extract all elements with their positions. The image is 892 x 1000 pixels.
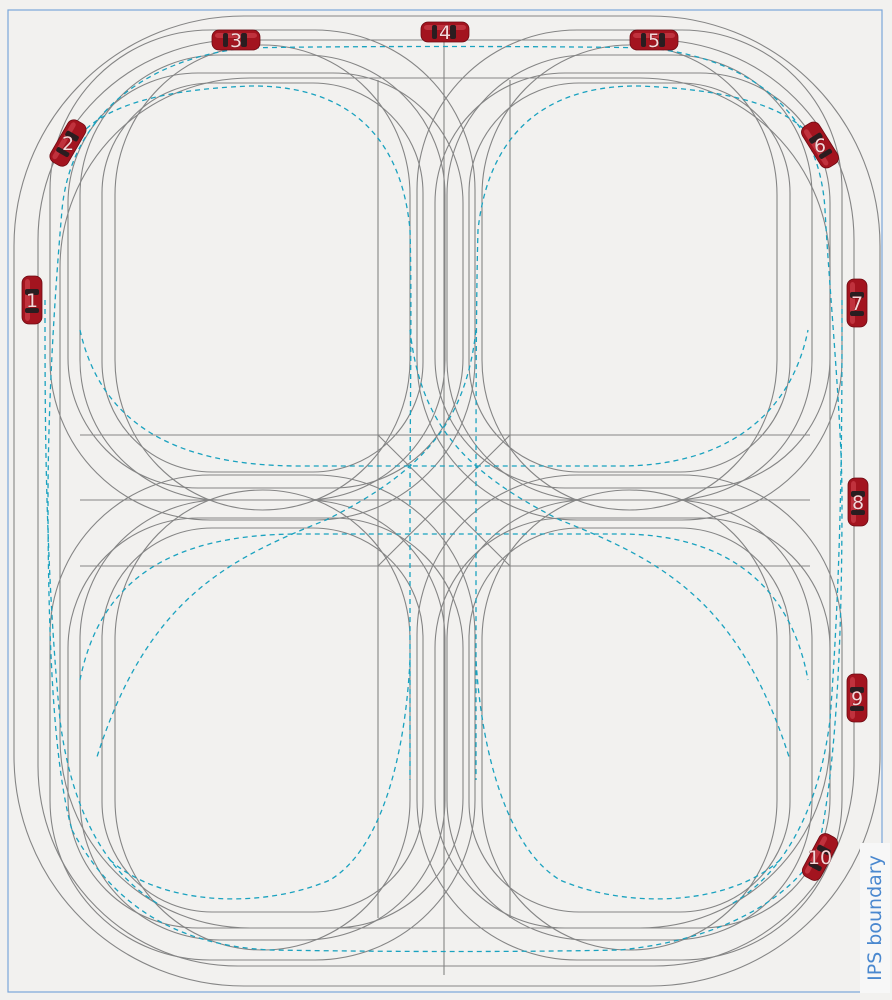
planned-path: [476, 660, 780, 899]
car-rear-window: [223, 33, 228, 47]
car-number-label: 10: [808, 847, 832, 869]
planned-path: [476, 86, 820, 780]
lane-ring: [102, 83, 423, 472]
ips-boundary-text: IPS boundary: [864, 855, 886, 981]
car-number-label: 6: [814, 135, 826, 157]
lane-network: [14, 16, 880, 986]
lane-ring: [447, 55, 812, 500]
lane-ring: [469, 528, 790, 912]
car-rear-window: [641, 33, 646, 47]
lane-ring: [482, 45, 777, 510]
car-number-label: 7: [851, 293, 863, 315]
lane-ring: [115, 45, 410, 510]
lane-ring: [102, 528, 423, 912]
lane-outer-ring: [14, 16, 880, 986]
planned-path: [410, 330, 790, 760]
car-number-label: 1: [26, 290, 38, 312]
lane-ring: [115, 490, 410, 950]
planned-path: [245, 47, 650, 49]
planned-path: [70, 86, 411, 780]
planned-path: [48, 48, 245, 830]
car-number-label: 8: [852, 492, 864, 514]
lane-ring: [482, 490, 777, 950]
car-number-label: 3: [230, 30, 242, 52]
car-number-label: 9: [851, 688, 863, 710]
car-rear-window: [432, 25, 437, 39]
lane-ring: [469, 83, 790, 472]
planned-path: [110, 660, 410, 899]
ips-boundary-label: IPS boundary: [860, 843, 890, 993]
lane-ring: [80, 55, 445, 500]
lane-ring: [417, 475, 842, 960]
car-number-label: 4: [439, 22, 451, 44]
planned-path: [650, 48, 842, 850]
car-number-label: 5: [648, 30, 660, 52]
car-number-label: 2: [62, 133, 74, 155]
